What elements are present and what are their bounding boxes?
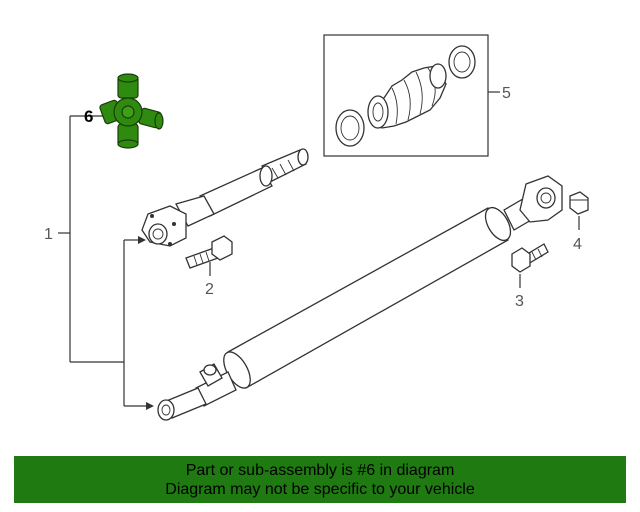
callout-6[interactable]: 6: [84, 107, 93, 126]
front-shaft: [141, 148, 309, 247]
universal-joint-part-6[interactable]: [88, 73, 164, 149]
driveshaft-parts-diagram: 1 6 5: [44, 34, 589, 421]
banner-line-2: Diagram may not be specific to your vehi…: [165, 480, 475, 498]
bolt-part-3[interactable]: [511, 243, 549, 288]
banner-line-1: Part or sub-assembly is #6 in diagram: [185, 461, 455, 479]
boot-kit-part-5[interactable]: [323, 34, 500, 157]
rear-shaft: [157, 175, 563, 421]
bolt-part-2[interactable]: [185, 235, 233, 276]
callout-3[interactable]: 3: [515, 293, 524, 310]
callout-2[interactable]: 2: [205, 281, 214, 298]
callout-1[interactable]: 1: [44, 226, 53, 243]
nut-part-4[interactable]: [569, 191, 589, 230]
info-banner: Part or sub-assembly is #6 in diagram Di…: [14, 456, 626, 503]
callout-5[interactable]: 5: [502, 85, 511, 102]
callout-1-bracket: [58, 115, 154, 410]
callout-4[interactable]: 4: [573, 236, 582, 253]
